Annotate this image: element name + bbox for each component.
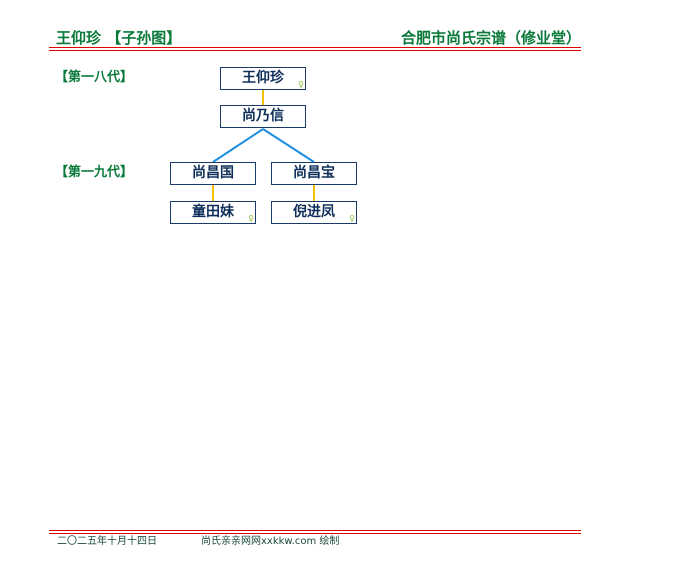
footer-rule	[49, 530, 581, 531]
page-title: 王仰珍 【子孙图】	[56, 29, 182, 47]
child-line	[262, 128, 315, 163]
female-icon: ♀	[298, 80, 304, 89]
person-name: 尚乃信	[242, 108, 284, 124]
person-box[interactable]: 尚昌国	[170, 162, 256, 185]
spouse-line	[212, 185, 214, 201]
person-box[interactable]: 王仰珍 ♀	[220, 67, 306, 90]
person-box[interactable]: 尚乃信	[220, 105, 306, 128]
person-name: 王仰珍	[242, 70, 284, 86]
footer-rule	[49, 533, 581, 534]
spouse-line	[262, 90, 264, 105]
female-icon: ♀	[248, 214, 254, 223]
person-box[interactable]: 倪进凤 ♀	[271, 201, 357, 224]
person-box[interactable]: 尚昌宝	[271, 162, 357, 185]
generation-label: 【第一九代】	[55, 165, 134, 180]
header-rule	[49, 50, 581, 51]
footer-date: 二〇二五年十月十四日	[57, 536, 157, 547]
person-box[interactable]: 童田妹 ♀	[170, 201, 256, 224]
person-name: 尚昌国	[192, 165, 234, 181]
header-rule	[49, 47, 581, 48]
generation-label: 【第一八代】	[55, 70, 134, 85]
female-icon: ♀	[349, 214, 355, 223]
person-name: 童田妹	[192, 204, 234, 220]
child-line	[212, 128, 264, 163]
person-name: 尚昌宝	[293, 165, 335, 181]
footer-credit: 尚氏亲亲网网xxkkw.com 绘制	[201, 536, 340, 547]
genealogy-title: 合肥市尚氏宗谱（修业堂）	[400, 29, 581, 47]
spouse-line	[313, 185, 315, 201]
person-name: 倪进凤	[293, 204, 335, 220]
